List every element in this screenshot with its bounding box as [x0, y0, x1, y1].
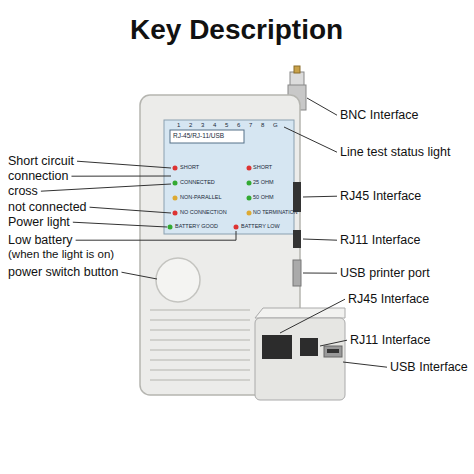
panel-text: RJ-45/RJ-11/USB	[173, 133, 224, 140]
rib	[150, 369, 250, 371]
rib	[150, 349, 250, 351]
leader-line	[280, 299, 345, 333]
leader-line	[76, 231, 236, 240]
leader-line	[77, 161, 171, 168]
leader-line	[307, 98, 337, 115]
panel-text: 25 OHM	[253, 180, 273, 186]
panel-text: NO CONNECTION	[180, 210, 227, 216]
led	[247, 196, 252, 201]
rj45-port	[293, 182, 301, 212]
rib	[150, 329, 250, 331]
leader-line	[303, 196, 337, 198]
callout-label: connection	[8, 169, 68, 183]
callout-label: Short circuit	[8, 154, 74, 168]
title: Key Description	[130, 14, 343, 46]
panel-text: SHORT	[180, 165, 199, 171]
callout-label: Line test status light	[340, 145, 450, 159]
leader-line	[41, 184, 171, 191]
pin-number: 7	[249, 122, 252, 128]
remote-rj11	[300, 338, 318, 356]
leader-line	[121, 272, 157, 279]
panel-header-box	[170, 130, 244, 143]
panel-text: BATTERY GOOD	[175, 224, 218, 230]
leader-line	[320, 340, 347, 346]
remote-top	[255, 308, 345, 318]
panel-text: NO TERMINATION	[253, 210, 297, 215]
panel-text: NON-PARALLEL	[180, 195, 221, 201]
pin-number: 3	[201, 122, 204, 128]
leader-line	[284, 127, 337, 152]
main-unit-body	[140, 95, 300, 395]
remote-usb	[324, 346, 342, 357]
bnc-ring	[290, 72, 304, 86]
callout-label: Low battery	[8, 233, 73, 247]
status-leds	[168, 166, 252, 230]
panel-text: 50 OHM	[253, 195, 273, 201]
callout-label: BNC Interface	[340, 108, 419, 122]
pin-number: 5	[225, 122, 228, 128]
remote-usb-tongue	[327, 349, 339, 353]
rib	[150, 379, 250, 381]
rib	[150, 359, 250, 361]
led	[234, 225, 239, 230]
panel-text: SHORT	[253, 165, 272, 171]
pin-number: 6	[237, 122, 240, 128]
led	[173, 211, 178, 216]
led	[247, 211, 252, 216]
led	[247, 166, 252, 171]
callout-label: RJ11 Interface	[340, 233, 420, 247]
pin-number: 4	[213, 122, 216, 128]
callout-label: RJ45 Interface	[340, 189, 421, 203]
led	[173, 181, 178, 186]
leader-line	[73, 222, 167, 227]
status-panel	[164, 120, 294, 234]
pin-number: 8	[261, 122, 264, 128]
bnc-pin	[294, 66, 300, 73]
callout-label: Power light	[8, 215, 70, 229]
led	[173, 166, 178, 171]
rj11-port	[293, 230, 301, 248]
remote-rj45	[262, 335, 292, 359]
callout-label: RJ45 Interface	[348, 292, 429, 306]
panel-text: CONNECTED	[180, 180, 215, 186]
panel-text: BATTERY LOW	[241, 224, 280, 230]
callout-label: USB printer port	[340, 266, 430, 280]
led	[173, 196, 178, 201]
callout-label: not connected	[8, 200, 87, 214]
leader-line	[343, 362, 387, 367]
rib	[150, 309, 250, 311]
rib	[150, 319, 250, 321]
rib	[150, 339, 250, 341]
pin-number: 1	[177, 122, 180, 128]
grip-ribs	[150, 310, 250, 380]
leader-line	[90, 207, 171, 213]
callout-label: cross	[8, 184, 38, 198]
callout-label: USB Interface	[390, 360, 468, 374]
pin-number: G	[273, 122, 278, 128]
remote-unit-body	[255, 318, 345, 400]
callout-label: power switch button	[8, 265, 118, 279]
callout-note: (when the light is on)	[8, 248, 114, 261]
leader-line	[71, 176, 171, 177]
usb-port	[293, 260, 301, 286]
led	[168, 225, 173, 230]
leader-line	[303, 273, 337, 274]
power-button	[156, 258, 200, 302]
callout-label: RJ11 Interface	[350, 333, 430, 347]
leader-line	[303, 239, 337, 240]
pin-number: 2	[189, 122, 192, 128]
led	[247, 181, 252, 186]
